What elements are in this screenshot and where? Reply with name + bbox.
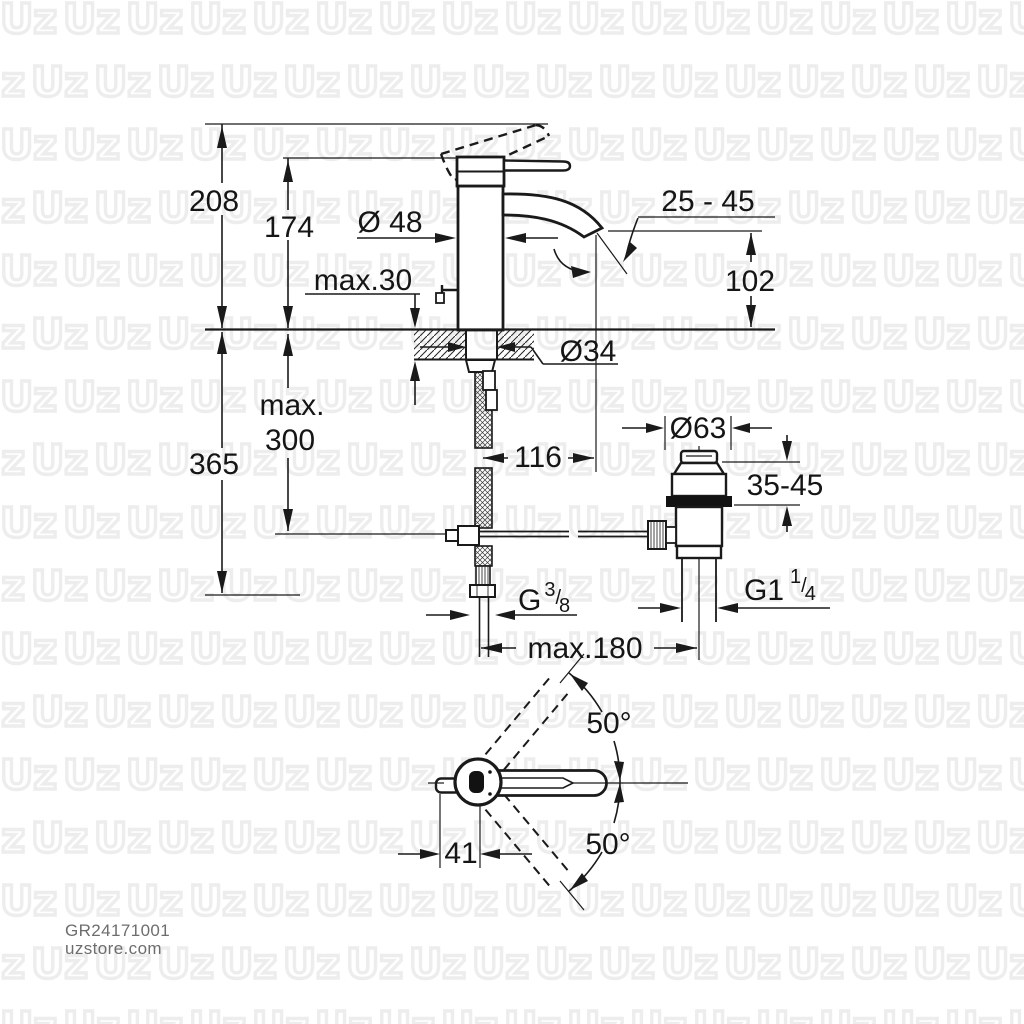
faucet-front-view — [205, 123, 775, 660]
rod-lines — [479, 530, 647, 538]
dim-deck-thickness: max.30 — [305, 264, 420, 405]
dim-rod-reach: max.180 — [481, 632, 697, 665]
dim-spout-offset: 41 — [398, 794, 532, 870]
dim-spout-projection-label: 116 — [514, 441, 562, 474]
faucet-top-view: 50° 50° 41 — [398, 653, 688, 911]
dim-waste-flange-diameter: Ø63 — [622, 412, 772, 450]
dim-spout-height-label: 102 — [725, 265, 775, 298]
dim-total-height-label: 208 — [189, 185, 239, 218]
dimension-annotations: 208 174 365 max. 300 Ø — [189, 123, 830, 665]
hose-fitting-2 — [485, 389, 498, 411]
swivel-axis-extension-lower — [559, 880, 585, 911]
dim-aerator-range: 25 - 45 — [623, 185, 775, 262]
top-view-cartridge-dot — [469, 771, 484, 793]
water-stream-line — [596, 232, 628, 275]
top-view-screw-dot-1 — [488, 770, 492, 774]
dim-height-to-lever: 174 — [264, 158, 314, 328]
countertop-hatch-right — [497, 330, 534, 359]
faucet-body — [456, 184, 505, 332]
supply-hose-assembly — [464, 359, 498, 657]
dim-waste-deck-range-label: 35-45 — [747, 469, 824, 502]
handle-swivel-lower-dashed — [484, 793, 571, 889]
dim-waste-flange-label: Ø63 — [670, 412, 727, 445]
rod-coupling — [457, 525, 480, 546]
spout — [501, 192, 605, 239]
supply-nut-facets — [476, 585, 489, 597]
drain-tailpipe — [681, 558, 717, 622]
handle-swivel-upper-dashed — [484, 675, 571, 771]
pop-up-rod — [445, 525, 647, 546]
footer-branding: GR24171001 uzstore.com — [65, 921, 170, 958]
dim-total-below-height: 365 — [189, 332, 239, 593]
dim-hose-length: max. 300 — [259, 334, 325, 531]
arc-arrowhead-mid-lower — [614, 783, 624, 803]
arc-arrowhead-lower — [570, 873, 588, 890]
dim-hose-length-label-2: 300 — [265, 424, 315, 457]
swivel-axis-extension-upper — [559, 653, 585, 684]
hose-thread-lines — [478, 566, 489, 585]
dim-height-to-lever-label: 174 — [264, 211, 314, 244]
dim-swivel-lower-label: 50° — [585, 828, 630, 861]
hose-fitting-1 — [482, 370, 496, 391]
drain-assembly — [647, 446, 732, 660]
stream-swivel-arrowhead — [571, 266, 591, 278]
braided-hose-middle — [474, 467, 493, 529]
dim-rod-reach-label: max.180 — [527, 632, 642, 665]
countertop-hatch-left — [414, 330, 466, 359]
pop-up-rod-knob-tip — [435, 292, 445, 304]
supply-thread-nut — [469, 584, 496, 598]
top-view-handle — [496, 769, 608, 797]
website-text: uzstore.com — [65, 939, 162, 958]
drain-bottom-flange — [675, 544, 723, 560]
arc-arrowhead-upper — [570, 674, 588, 691]
dim-hose-length-label-1: max. — [259, 389, 324, 422]
drain-knob-connector — [665, 526, 677, 544]
drain-body — [674, 505, 724, 548]
drain-gasket — [666, 496, 732, 507]
dim-spout-projection: 116 — [483, 441, 594, 474]
dim-spout-height: 102 — [725, 233, 775, 327]
braided-hose-lower — [474, 545, 493, 567]
dim-hole-diameter: Ø34 — [420, 335, 618, 368]
arc-arrowhead-mid-upper — [614, 761, 624, 781]
drain-plug-cap — [679, 449, 719, 465]
product-code-text: GR24171001 — [65, 921, 170, 940]
rod-coupling-nub — [445, 529, 459, 542]
dim-deck-thickness-label: max.30 — [314, 264, 412, 297]
dim-total-below-label: 365 — [189, 448, 239, 481]
dim-hole-diameter-label: Ø34 — [560, 335, 617, 368]
dim-body-diameter-label: Ø 48 — [357, 206, 422, 239]
drain-knob-knurls — [650, 521, 664, 549]
dim-total-height: 208 — [189, 124, 239, 328]
dim-aerator-range-label: 25 - 45 — [661, 185, 754, 218]
drain-neck — [671, 461, 727, 476]
drain-flange-body — [670, 472, 728, 498]
dim-swivel-upper-label: 50° — [586, 707, 631, 740]
shank-through-deck — [465, 331, 498, 359]
handle-lever — [502, 159, 572, 172]
top-view-screw-dot-2 — [488, 792, 492, 796]
dim-waste-deck-range: 35-45 — [722, 435, 823, 532]
dim-spout-offset-label: 41 — [444, 837, 477, 870]
dim-body-diameter: Ø 48 — [357, 206, 558, 243]
